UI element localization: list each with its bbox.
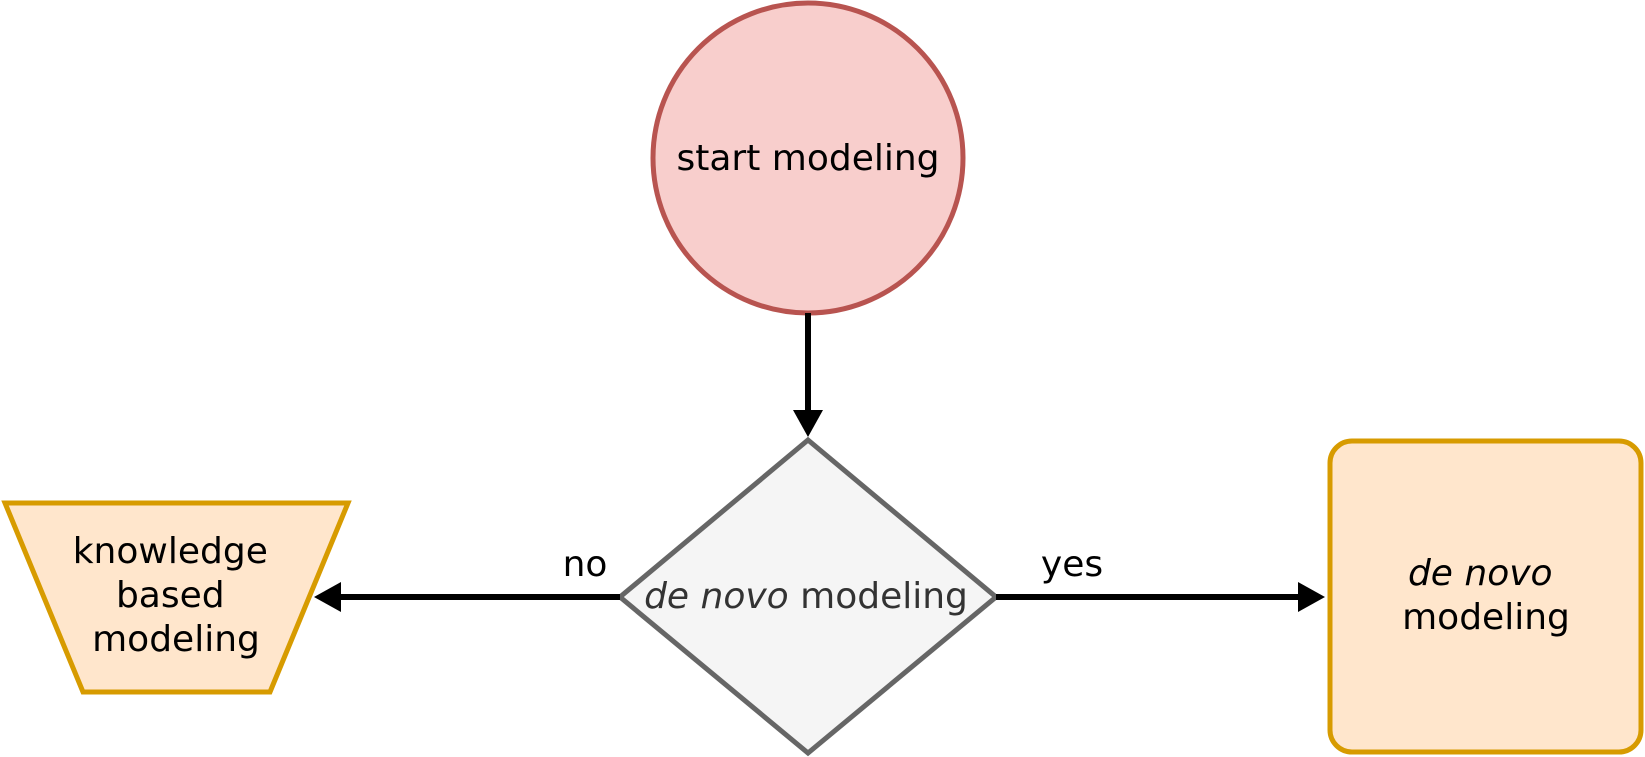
de-novo-node-shape xyxy=(1327,438,1644,755)
edge-no-arrowhead xyxy=(314,582,341,612)
edge-yes-arrowhead xyxy=(1298,582,1325,612)
de-novo-node[interactable]: de novo modeling xyxy=(1327,438,1644,755)
knowledge-based-node-shape xyxy=(1,500,352,695)
edge-no: no xyxy=(314,544,620,612)
edge-no-label: no xyxy=(563,544,608,585)
edge-yes: yes xyxy=(996,544,1325,612)
de-novo-node-label: de novo modeling xyxy=(1402,553,1570,638)
de-novo-node-line-2: modeling xyxy=(1402,597,1570,638)
start-node-label: start modeling xyxy=(676,138,939,179)
decision-node[interactable]: de novo modeling xyxy=(616,436,1000,757)
edge-start-to-decision xyxy=(793,313,823,437)
decision-node-label-rest: modeling xyxy=(789,576,968,617)
knowledge-based-node[interactable]: knowledge based modeling xyxy=(1,500,352,695)
start-node[interactable]: start modeling xyxy=(650,0,966,316)
knowledge-based-line-1: knowledge xyxy=(73,531,268,572)
decision-node-label-italic: de novo xyxy=(644,576,789,617)
knowledge-based-node-label: knowledge based modeling xyxy=(73,531,280,660)
decision-node-label: de novo modeling xyxy=(644,576,968,617)
de-novo-node-line-1: de novo xyxy=(1408,553,1553,594)
knowledge-based-line-2: based xyxy=(116,575,225,616)
decision-node-shape xyxy=(616,436,1000,757)
knowledge-based-line-3: modeling xyxy=(92,619,260,660)
edge-yes-label: yes xyxy=(1041,544,1103,585)
edge-start-to-decision-arrowhead xyxy=(793,410,823,437)
